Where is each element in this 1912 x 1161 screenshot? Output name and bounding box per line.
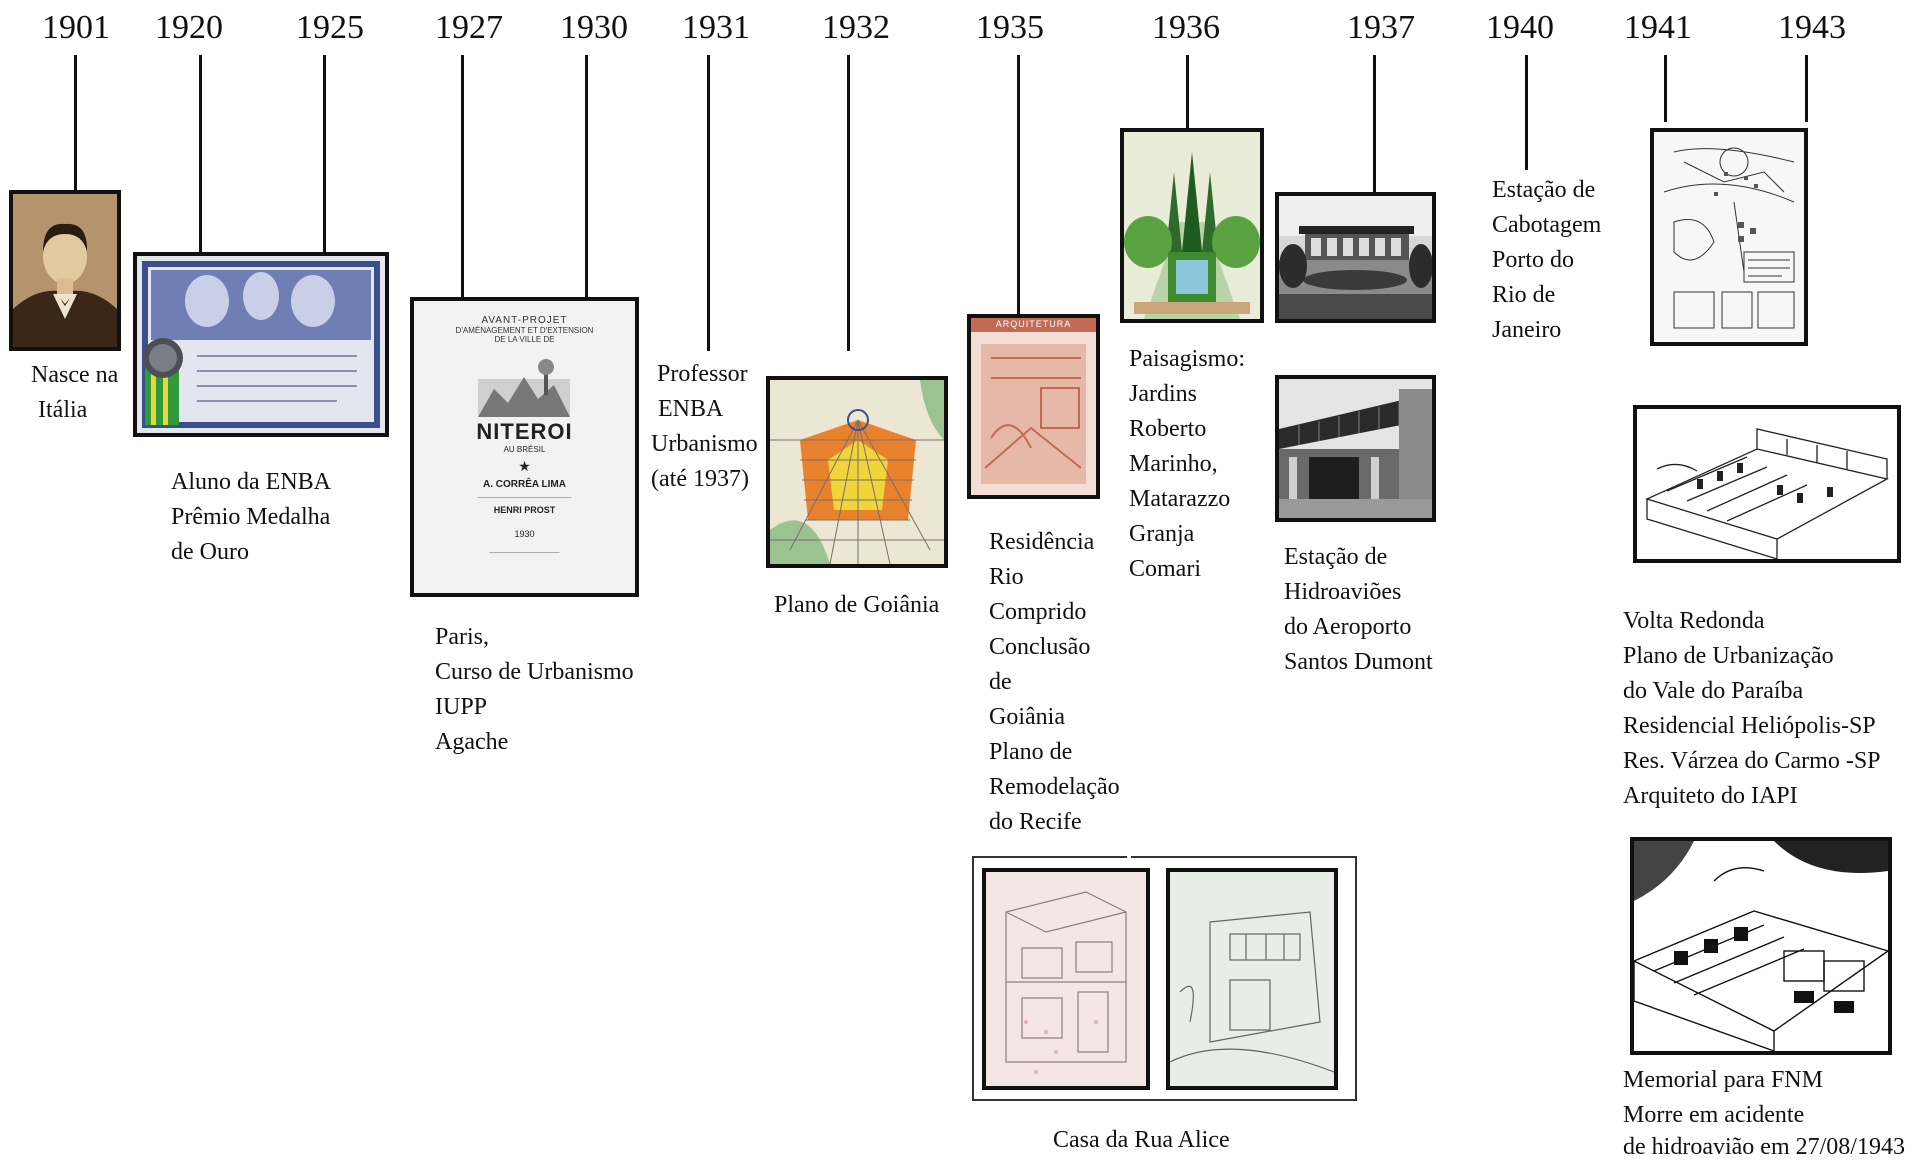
label-hidroavioes-2: Hidroaviões	[1284, 579, 1402, 605]
label-residencia-2: Rio	[989, 564, 1024, 590]
label-residencia-7: Plano de	[989, 739, 1073, 765]
poster-year: 1930	[514, 529, 535, 539]
connector-1932	[847, 55, 850, 351]
label-casa-alice: Casa da Rua Alice	[1053, 1127, 1230, 1153]
label-residencia-9: do Recife	[989, 809, 1082, 835]
year-1920: 1920	[155, 9, 223, 46]
label-paisagismo-1: Paisagismo:	[1129, 346, 1246, 372]
portrait-photo	[9, 190, 121, 351]
niteroi-poster: AVANT-PROJET D'AMÉNAGEMENT ET D'EXTENSIO…	[410, 297, 639, 597]
label-volta-3: do Vale do Paraíba	[1623, 678, 1804, 704]
connector-1930	[585, 55, 588, 300]
connector-1925	[323, 55, 326, 255]
label-nasce-1: Nasce na	[31, 362, 119, 388]
connector-1936	[1186, 55, 1189, 130]
year-1940: 1940	[1486, 9, 1554, 46]
connector-1941	[1664, 55, 1667, 122]
casa-sketch-1	[982, 868, 1150, 1090]
year-1901: 1901	[42, 9, 110, 46]
poster-line-5: AU BRÉSIL	[503, 445, 546, 454]
year-1931: 1931	[682, 9, 750, 46]
casa-rua-alice-frame	[972, 856, 1357, 1101]
label-paris-3: IUPP	[435, 694, 488, 720]
label-residencia-5: de	[989, 669, 1012, 695]
label-hidroavioes-1: Estação de	[1284, 544, 1388, 570]
connector-1943	[1805, 55, 1808, 122]
label-residencia-1: Residência	[989, 529, 1095, 555]
year-1941: 1941	[1624, 9, 1692, 46]
label-paisagismo-6: Granja	[1129, 521, 1195, 547]
label-enba-1: Aluno da ENBA	[171, 469, 331, 495]
year-1937: 1937	[1347, 9, 1415, 46]
poster-line-2: D'AMÉNAGEMENT ET D'EXTENSION	[455, 326, 594, 335]
volta-redonda-sketch	[1633, 405, 1901, 563]
label-memorial-1: Memorial para FNM	[1623, 1067, 1823, 1093]
year-1943: 1943	[1778, 9, 1846, 46]
label-paris-4: Agache	[435, 729, 509, 755]
label-paisagismo-7: Comari	[1129, 556, 1201, 582]
label-hidroavioes-4: Santos Dumont	[1284, 649, 1433, 675]
goiania-plan-image	[766, 376, 948, 568]
label-paris-1: Paris,	[435, 624, 489, 650]
label-residencia-4: Conclusão	[989, 634, 1091, 660]
label-residencia-6: Goiânia	[989, 704, 1065, 730]
label-volta-1: Volta Redonda	[1623, 608, 1765, 634]
label-cabotagem-3: Porto do	[1492, 247, 1575, 273]
connector-1940	[1525, 55, 1528, 170]
label-cabotagem-4: Rio de	[1492, 282, 1556, 308]
label-hidroavioes-3: do Aeroporto	[1284, 614, 1412, 640]
hidroavioes-photo-1	[1275, 192, 1436, 323]
label-paisagismo-3: Roberto	[1129, 416, 1207, 442]
label-memorial-3: de hidroavião em 27/08/1943	[1623, 1134, 1905, 1160]
connector-1927	[461, 55, 464, 300]
poster-line-1: AVANT-PROJET	[481, 315, 568, 326]
poster-prost: HENRI PROST	[493, 505, 556, 515]
connector-1931	[707, 55, 710, 351]
label-residencia-8: Remodelação	[989, 774, 1120, 800]
label-enba-2: Prêmio Medalha	[171, 504, 331, 530]
label-professor-2: ENBA	[658, 396, 724, 422]
connector-1920	[199, 55, 202, 255]
label-paisagismo-2: Jardins	[1129, 381, 1197, 407]
year-1932: 1932	[822, 9, 890, 46]
label-paris-2: Curso de Urbanismo	[435, 659, 634, 685]
year-1935: 1935	[976, 9, 1044, 46]
label-volta-2: Plano de Urbanização	[1623, 643, 1834, 669]
label-volta-6: Arquiteto do IAPI	[1623, 783, 1798, 809]
poster-line-3: DE LA VILLE DE	[494, 335, 555, 344]
connector-1937	[1373, 55, 1376, 195]
label-volta-4: Residencial Heliópolis-SP	[1623, 713, 1876, 739]
label-enba-3: de Ouro	[171, 539, 249, 565]
label-volta-5: Res. Várzea do Carmo -SP	[1623, 748, 1881, 774]
poster-niteroi: NITEROI	[476, 419, 573, 444]
year-1930: 1930	[560, 9, 628, 46]
year-1936: 1936	[1152, 9, 1220, 46]
diploma-image	[133, 252, 389, 437]
label-cabotagem-2: Cabotagem	[1492, 212, 1602, 238]
label-cabotagem-5: Janeiro	[1492, 317, 1562, 343]
label-nasce-2: Itália	[38, 397, 88, 423]
label-paisagismo-5: Matarazzo	[1129, 486, 1231, 512]
poster-author: A. CORRÊA LIMA	[483, 479, 566, 490]
memorial-fnm-sketch	[1630, 837, 1892, 1055]
city-map-image	[1650, 128, 1808, 346]
casa-sketch-2	[1166, 868, 1338, 1090]
magazine-title: ARQUITETURA	[995, 319, 1072, 329]
year-1927: 1927	[435, 9, 503, 46]
label-paisagismo-4: Marinho,	[1129, 451, 1218, 477]
arquitetura-magazine-image: ARQUITETURA	[967, 314, 1100, 499]
label-professor-1: Professor	[657, 361, 748, 387]
label-goiania: Plano de Goiânia	[774, 592, 940, 618]
label-cabotagem-1: Estação de	[1492, 177, 1596, 203]
label-professor-3: Urbanismo	[651, 431, 758, 457]
connector-1935	[1017, 55, 1020, 315]
poster-star: ★	[518, 458, 531, 474]
garden-painting-image	[1120, 128, 1264, 323]
connector-1901	[74, 55, 77, 193]
year-1925: 1925	[296, 9, 364, 46]
label-professor-4: (até 1937)	[651, 466, 749, 492]
label-residencia-3: Comprido	[989, 599, 1087, 625]
hidroavioes-photo-2	[1275, 375, 1436, 522]
label-memorial-2: Morre em acidente	[1623, 1102, 1805, 1128]
